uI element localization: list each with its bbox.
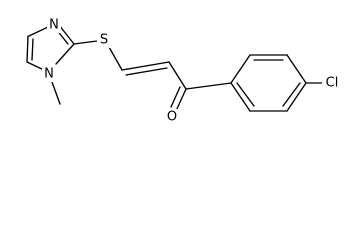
atom-label-n3: N	[49, 18, 59, 33]
bond-ar4-ar5	[286, 82, 307, 112]
bond-ch-ch	[121, 61, 170, 71]
bond-carbonyl-aryl	[185, 82, 232, 90]
bond-c5-n1	[26, 61, 45, 71]
bond-ch-ch-double	[125, 67, 168, 76]
bond-s-ch	[108, 46, 123, 71]
bond-n3-c4	[28, 26, 49, 37]
bond-ar4-ar5-double	[282, 82, 301, 107]
imidazole-ring	[26, 24, 75, 71]
bond-ch-carbonyl	[168, 61, 187, 90]
atom-label-cl: Cl	[326, 76, 339, 91]
atom-label-s: S	[100, 33, 108, 48]
bond-c-o-double	[170, 86, 181, 108]
bond-c4-c5-double	[31, 38, 34, 61]
benzene-ring	[230, 54, 307, 112]
bond-ar6-ar1-double	[236, 82, 255, 107]
bond-c2-s	[73, 40, 98, 45]
bond-c2-n3	[58, 24, 75, 45]
bond-ar3-ar4	[286, 54, 307, 84]
bond-c4-c5	[26, 35, 29, 63]
bond-n1-c2	[55, 43, 75, 65]
bond-c-o	[175, 88, 187, 112]
bond-ar6-ar1	[230, 82, 251, 112]
chemical-structure: N N S O Cl	[26, 17, 339, 125]
bond-n-methyl	[51, 81, 61, 105]
bond-ar1-ar2	[230, 54, 251, 84]
atom-label-o: O	[167, 110, 177, 125]
vinyl-double-bond	[121, 61, 170, 76]
atom-label-n1: N	[44, 67, 54, 82]
carbonyl-double-bond	[170, 86, 187, 112]
